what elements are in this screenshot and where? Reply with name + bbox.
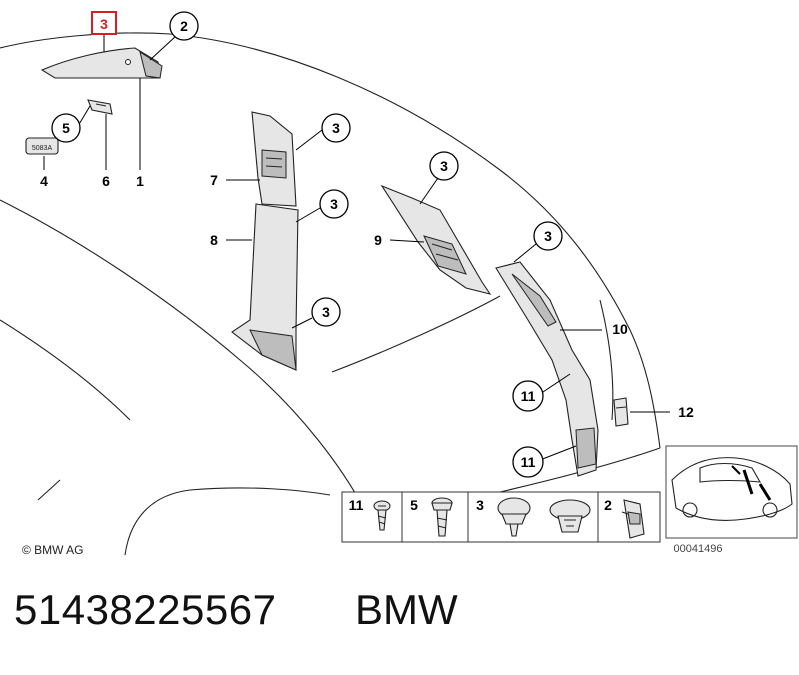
callout-3: 3	[330, 196, 338, 212]
legend-label-3: 3	[476, 497, 484, 513]
callout-circle	[319, 189, 349, 219]
clip-2-icon	[621, 499, 645, 539]
fastener-legend: 11 5 3 2	[341, 491, 661, 543]
callout-circle	[429, 151, 459, 181]
car-thumbnail	[665, 445, 798, 539]
callout-11: 11	[521, 454, 536, 470]
callout-circle	[321, 113, 351, 143]
legend-label-5: 5	[410, 497, 418, 513]
callout-3: 3	[332, 120, 340, 136]
part-1-upper-trim	[40, 47, 163, 79]
callout-3: 3	[322, 304, 330, 320]
part-number: 51438225567	[14, 586, 277, 633]
callout-circle	[512, 446, 544, 478]
brand-name: BMW	[355, 586, 458, 633]
clip-3b-icon	[549, 499, 591, 533]
part-4-badge: 5083A	[25, 137, 59, 155]
part-8-b-pillar-lower	[231, 203, 299, 371]
callout-2: 2	[180, 18, 188, 34]
callout-circle	[169, 11, 199, 41]
callout-circle	[311, 297, 341, 327]
label-7: 7	[210, 172, 218, 188]
label-12: 12	[678, 404, 694, 420]
part-12-clip	[613, 397, 629, 427]
part-7-b-pillar-upper	[251, 111, 297, 207]
callout-3: 3	[440, 158, 448, 174]
callout-highlight-box	[91, 11, 117, 35]
legend-label-2: 2	[604, 497, 612, 513]
label-10: 10	[612, 321, 628, 337]
screw-11-icon	[373, 500, 391, 531]
label-9: 9	[374, 232, 382, 248]
callout-circle	[533, 221, 563, 251]
clip-3a-icon	[497, 497, 531, 537]
callout-circle	[512, 380, 544, 412]
part-9-c-pillar-trim	[380, 184, 492, 295]
legend-frame	[341, 491, 661, 543]
callout-5: 5	[62, 120, 70, 136]
label-6: 6	[102, 173, 110, 189]
thumbnail-frame	[665, 445, 798, 539]
label-1: 1	[136, 173, 144, 189]
leader-lines	[43, 32, 670, 461]
callout-11: 11	[521, 388, 536, 404]
callout-circle	[51, 113, 81, 143]
label-4: 4	[40, 173, 48, 189]
callouts: 3 2 5 3 3 3 3 3 11 11	[51, 11, 563, 478]
part-10-c-pillar-lower	[495, 261, 599, 477]
part-6-clip	[87, 99, 113, 115]
callout-3-highlighted: 3	[100, 16, 108, 32]
label-8: 8	[210, 232, 218, 248]
plain-labels: 4 6 1 7 8 9 10 12	[40, 172, 694, 420]
drawing-number: 00041496	[674, 543, 723, 555]
screw-5-icon	[431, 497, 453, 537]
badge-text: 5083A	[32, 145, 53, 152]
callout-3: 3	[544, 228, 552, 244]
copyright-text: © BMW AG	[22, 543, 84, 557]
legend-label-11: 11	[349, 497, 364, 513]
